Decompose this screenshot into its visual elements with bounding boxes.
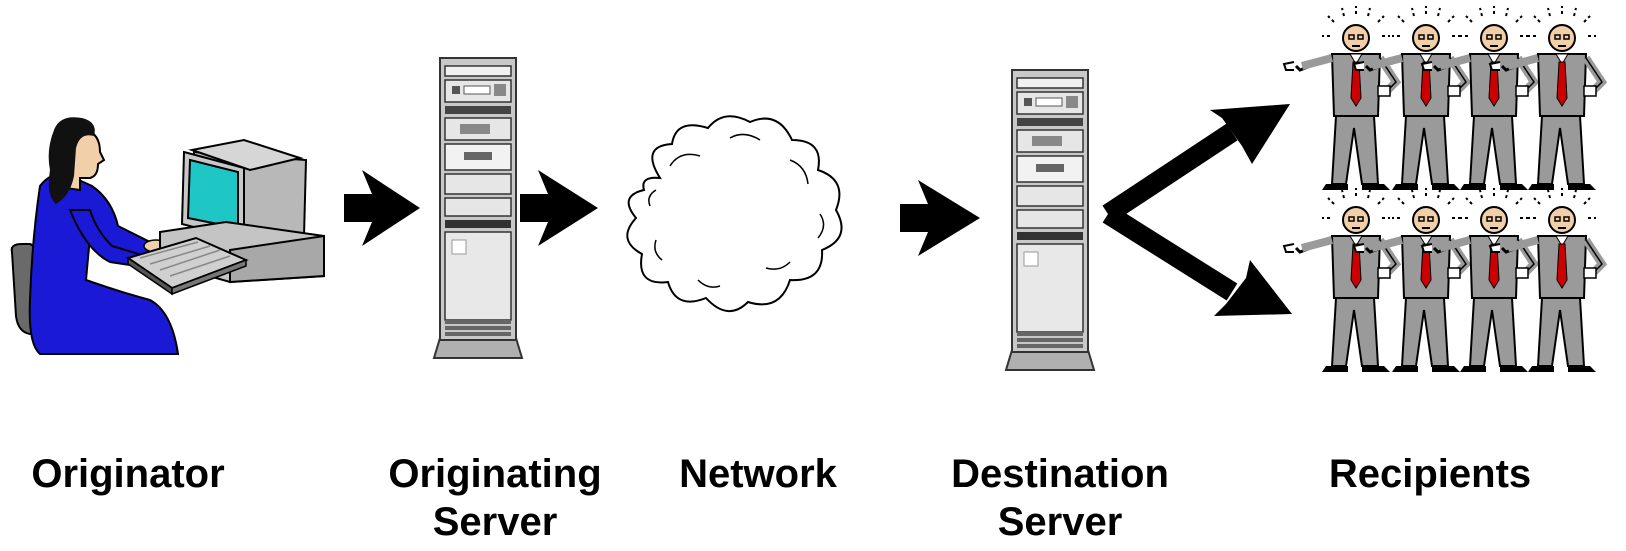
- arrow-icon: [520, 170, 598, 246]
- recipient-row-bottom: [1284, 188, 1602, 372]
- arrow-icon: [344, 170, 420, 246]
- destination-server-icon: [1005, 69, 1095, 371]
- arrow-icon: [900, 180, 980, 256]
- split-arrow-icon: [1102, 104, 1292, 316]
- person-at-computer-icon: [10, 117, 325, 355]
- network-label: Network: [679, 452, 837, 496]
- originator-label: Originator: [31, 452, 225, 496]
- destination-server-label: Destination Server: [951, 452, 1169, 544]
- cloud-icon: [626, 115, 843, 312]
- recipient-row-top: [1284, 6, 1602, 190]
- originating-server-label: Originating Server: [388, 452, 602, 544]
- people-group-icon: [1284, 6, 1602, 372]
- originating-server-icon: [433, 57, 523, 359]
- recipients-label: Recipients: [1328, 452, 1532, 496]
